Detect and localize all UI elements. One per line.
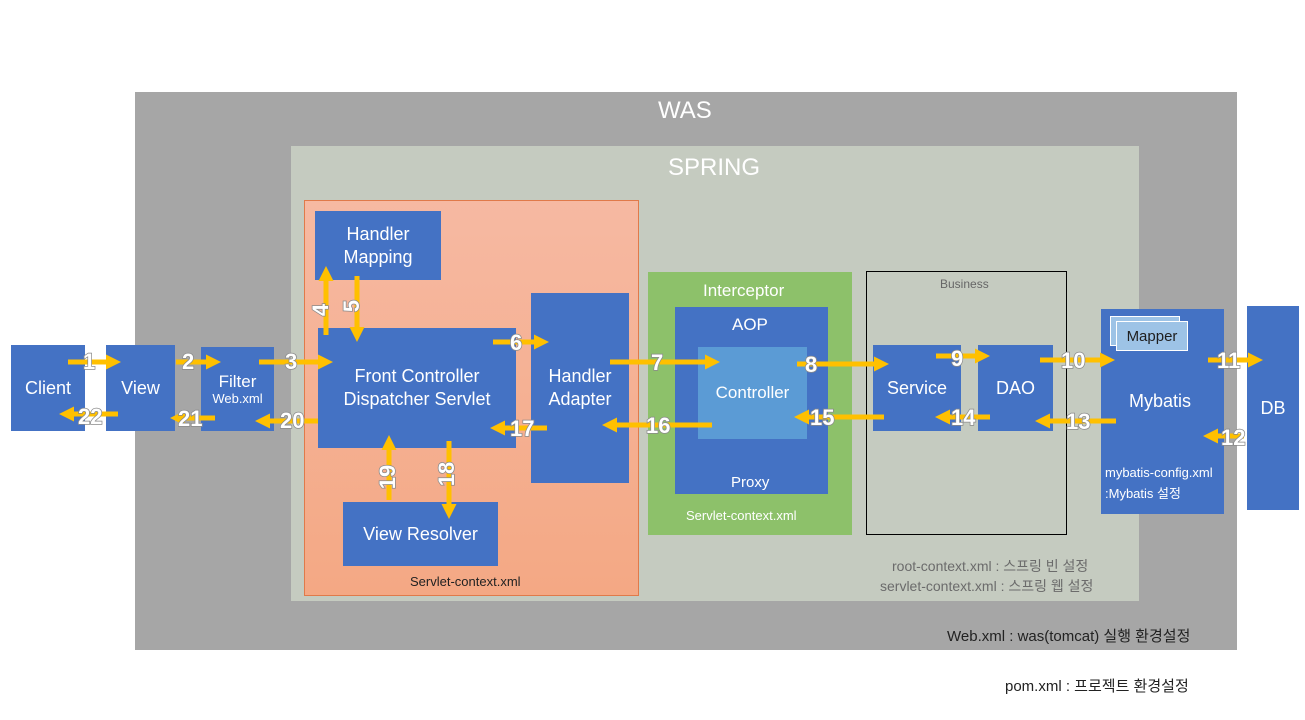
step-2: 2 — [181, 348, 195, 375]
step-10: 10 — [1060, 347, 1086, 374]
service-label: Service — [886, 377, 948, 398]
proxy-label: Proxy — [731, 474, 770, 491]
step-3: 3 — [284, 348, 298, 375]
business-title: Business — [940, 277, 989, 291]
step-16: 16 — [645, 412, 671, 439]
step-5: 5 — [338, 299, 365, 313]
step-13: 13 — [1065, 408, 1091, 435]
handler-mapping-label-1: Handler — [346, 223, 410, 244]
mybatis-label: Mybatis — [1129, 391, 1192, 411]
front-controller-label-1: Front Controller — [354, 366, 480, 386]
step-9: 9 — [950, 345, 964, 372]
step-18: 18 — [433, 461, 460, 487]
step-4: 4 — [307, 303, 334, 317]
step-15: 15 — [809, 404, 835, 431]
dao-label: DAO — [995, 377, 1035, 398]
step-1: 1 — [82, 348, 96, 375]
interceptor-title: Interceptor — [703, 281, 785, 300]
step-14: 14 — [950, 404, 976, 431]
step-20: 20 — [279, 407, 305, 434]
view-label: View — [121, 377, 160, 398]
view-resolver-label: View Resolver — [363, 523, 478, 544]
dispatcher-context-label: Servlet-context.xml — [410, 574, 521, 589]
client-label: Client — [24, 377, 72, 398]
servlet-context-note: servlet-context.xml : 스프링 웹 설정 — [880, 578, 1094, 594]
db-box: DB — [1247, 306, 1299, 510]
step-8: 8 — [804, 351, 818, 378]
controller-label: Controller — [715, 383, 790, 402]
step-6: 6 — [509, 329, 523, 356]
front-controller-box: Front Controller Dispatcher Servlet — [318, 328, 516, 448]
step-7: 7 — [650, 349, 664, 376]
handler-mapping-box: Handler Mapping — [315, 211, 441, 280]
filter-label: Filter — [218, 371, 257, 391]
mapper-label: Mapper — [1126, 327, 1178, 345]
step-21: 21 — [177, 405, 203, 432]
filter-sublabel: Web.xml — [212, 390, 263, 406]
interceptor-context-label: Servlet-context.xml — [686, 508, 797, 523]
front-controller-label-2: Dispatcher Servlet — [343, 389, 491, 409]
mybatis-config-label-2: :Mybatis 설정 — [1105, 486, 1181, 501]
handler-mapping-label-2: Mapping — [343, 246, 413, 267]
was-title: WAS — [658, 97, 712, 124]
db-label: DB — [1260, 397, 1286, 418]
step-17: 17 — [509, 415, 535, 442]
business-area — [866, 271, 1067, 535]
web-xml-note: Web.xml : was(tomcat) 실행 환경설정 — [947, 628, 1191, 645]
pom-xml-note: pom.xml : 프로젝트 환경설정 — [1005, 678, 1189, 695]
step-22: 22 — [77, 403, 103, 430]
step-11: 11 — [1216, 347, 1241, 374]
handler-adapter-label-2: Adapter — [548, 389, 612, 409]
handler-adapter-box: Handler Adapter — [531, 293, 629, 483]
mybatis-config-label-1: mybatis-config.xml — [1105, 465, 1213, 480]
view-resolver-box: View Resolver — [343, 502, 498, 566]
root-context-note: root-context.xml : 스프링 빈 설정 — [892, 558, 1089, 574]
aop-label: AOP — [732, 315, 768, 334]
step-19: 19 — [374, 464, 401, 490]
spring-title: SPRING — [668, 154, 761, 181]
step-12: 12 — [1220, 424, 1246, 451]
handler-adapter-label-1: Handler — [548, 366, 612, 386]
mapper-box: Mapper — [1116, 321, 1188, 351]
